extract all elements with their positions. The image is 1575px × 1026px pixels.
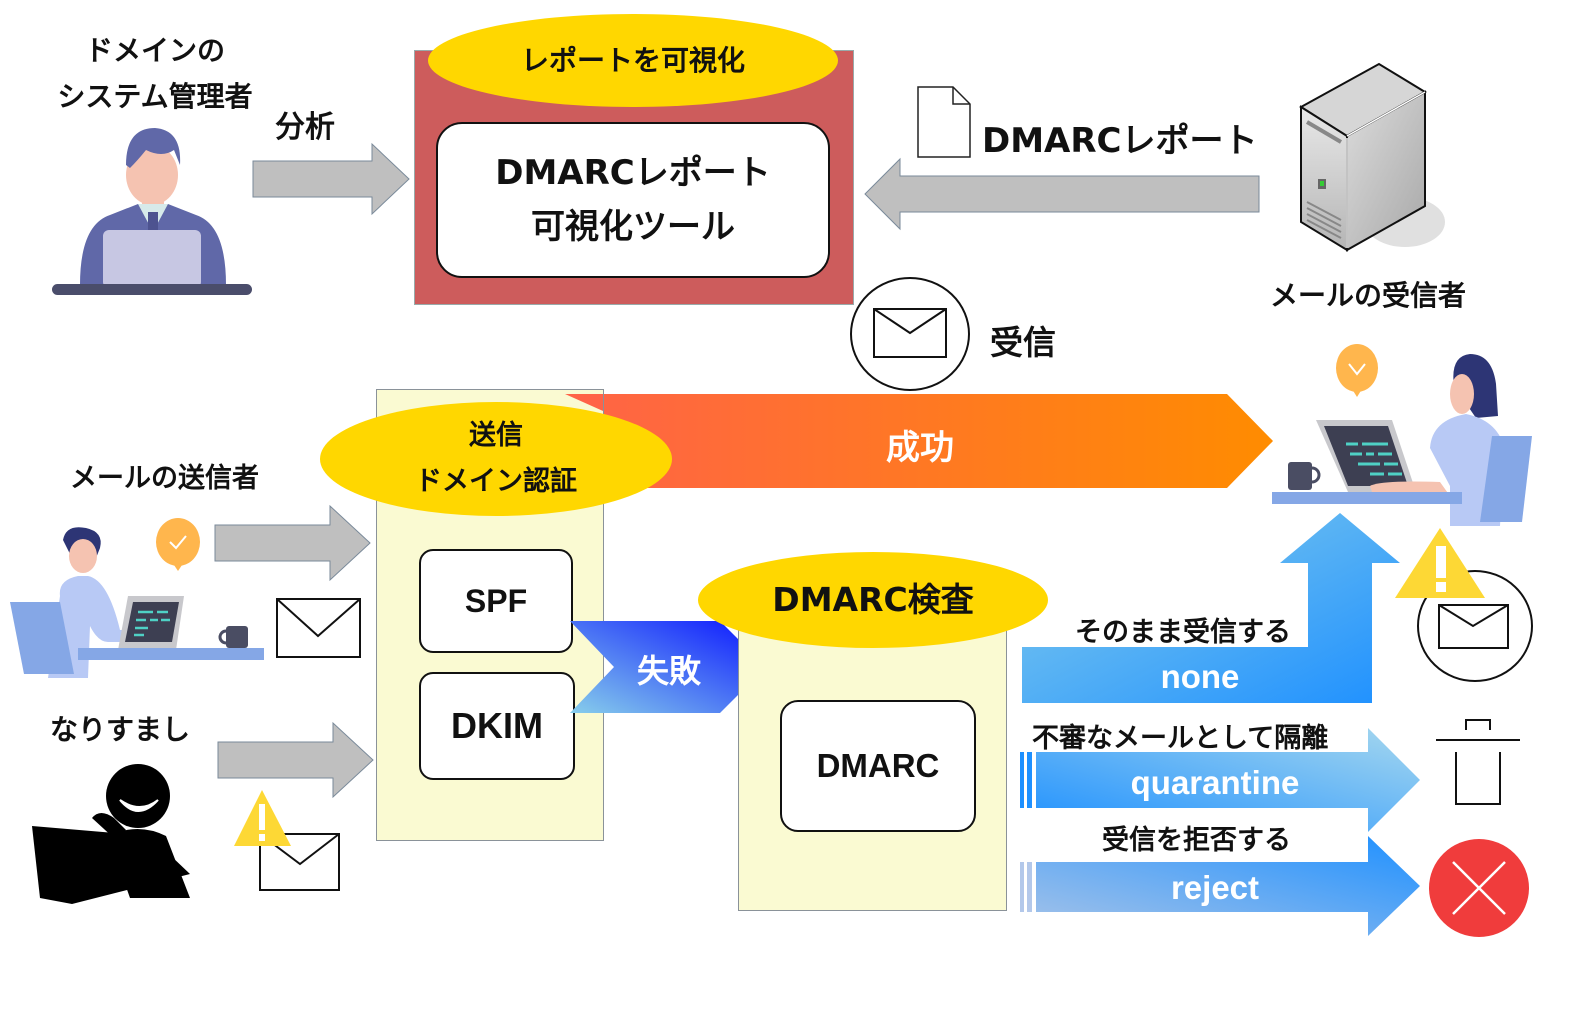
visualize-badge: レポートを可視化 <box>428 14 838 107</box>
reject-icon <box>1429 839 1529 937</box>
sender-arrow <box>214 504 371 582</box>
quarantine-label: quarantine <box>1130 764 1300 801</box>
none-caption: そのまま受信する <box>1075 617 1291 648</box>
spoofer-icon <box>32 764 190 904</box>
none-label: none <box>1160 658 1240 695</box>
spoof-mail-icon <box>234 790 340 891</box>
spf-label: SPF <box>464 582 528 619</box>
receive-label: 受信 <box>990 323 1056 362</box>
none-arrow <box>1022 513 1400 703</box>
dmarc-check-badge: DMARC検査 <box>698 552 1048 648</box>
server-icon <box>1299 62 1445 252</box>
fail-chevron <box>570 621 766 713</box>
report-arrow <box>864 157 1260 231</box>
admin-label-line1: ドメインの <box>84 34 225 67</box>
visualize-badge-text: レポートを可視化 <box>520 43 745 77</box>
trash-icon <box>1436 719 1520 805</box>
dmarc-check-badge-text: DMARC検査 <box>772 579 974 619</box>
receive-mail-icon <box>850 277 970 391</box>
receiver-person-icon <box>1272 344 1532 526</box>
auth-badge-line2: ドメイン認証 <box>415 466 577 497</box>
document-icon <box>917 86 971 158</box>
spoof-arrow <box>217 721 374 799</box>
visualization-tool-box[interactable]: DMARCレポート 可視化ツール <box>436 122 830 278</box>
dkim-box[interactable]: DKIM <box>419 672 575 780</box>
success-banner-tail <box>565 394 603 411</box>
admin-label-line2: システム管理者 <box>57 80 253 113</box>
spoof-label: なりすまし <box>50 713 191 746</box>
spf-box[interactable]: SPF <box>419 549 573 653</box>
sender-mail-icon <box>276 598 361 658</box>
auth-badge-line1: 送信 <box>469 420 523 451</box>
sender-label: メールの送信者 <box>70 463 259 494</box>
analyze-arrow <box>252 142 410 216</box>
quarantine-arrow <box>1020 728 1420 832</box>
receiver-label: メールの受信者 <box>1270 279 1467 312</box>
tool-box-line1: DMARCレポート <box>495 153 771 193</box>
admin-person-icon <box>52 128 252 295</box>
auth-badge: 送信 ドメイン認証 <box>320 402 672 516</box>
warning-mail-icon <box>1395 528 1533 682</box>
fail-label: 失敗 <box>636 652 701 690</box>
dkim-label: DKIM <box>451 705 543 746</box>
reject-arrow <box>1020 836 1420 936</box>
tool-box-line2: 可視化ツール <box>530 207 735 247</box>
success-banner <box>565 394 1273 488</box>
dmarc-box[interactable]: DMARC <box>780 700 976 832</box>
dmarc-report-label: DMARCレポート <box>982 121 1258 161</box>
admin-label: ドメインの システム管理者 <box>40 28 270 120</box>
quarantine-caption: 不審なメールとして隔離 <box>1032 723 1329 754</box>
success-label: 成功 <box>886 428 954 468</box>
dmarc-box-label: DMARC <box>816 747 940 784</box>
reject-caption: 受信を拒否する <box>1102 825 1291 856</box>
analyze-label: 分析 <box>275 110 335 145</box>
sender-person-icon <box>10 518 264 678</box>
reject-label: reject <box>1170 869 1260 906</box>
